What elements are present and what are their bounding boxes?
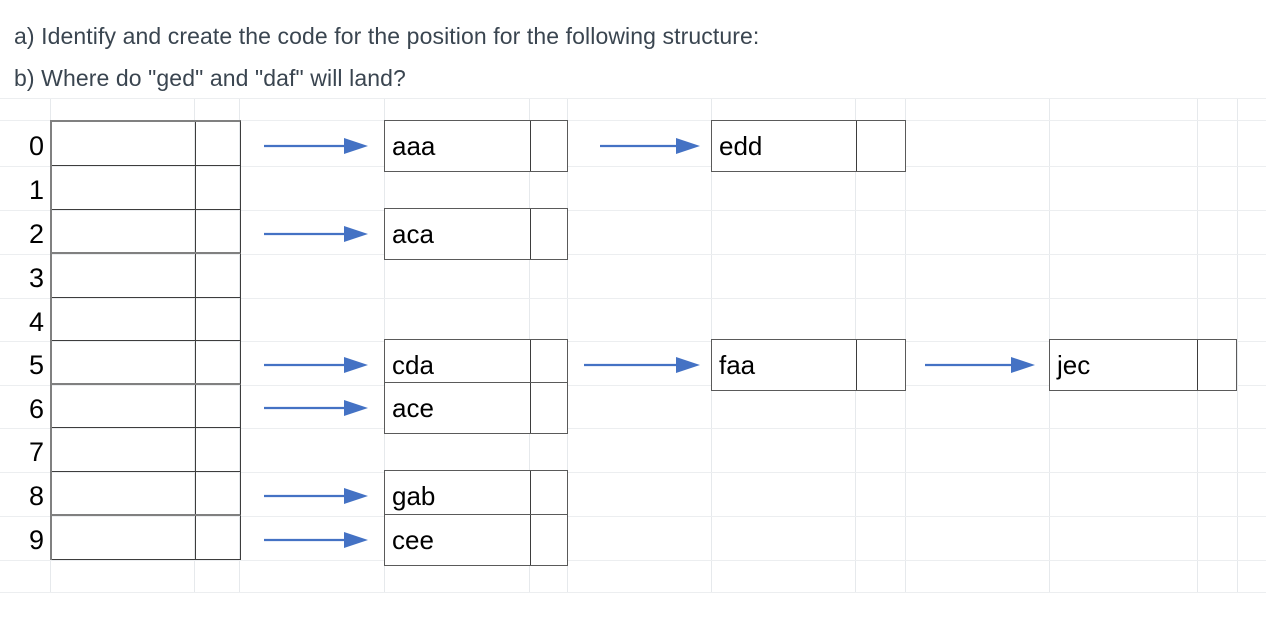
node-aaa[interactable]: aaa [384, 120, 568, 172]
bucket-cell-pointer-5[interactable] [196, 341, 241, 383]
arrow-faa-to-jec [925, 353, 1035, 377]
node-aca[interactable]: aca [384, 208, 568, 260]
node-jec[interactable]: jec [1049, 339, 1237, 391]
bucket-cell-pointer-7[interactable] [196, 428, 241, 471]
bucket-row-9[interactable] [52, 516, 241, 560]
bucket-cell-pointer-8[interactable] [196, 472, 241, 514]
bucket-cell-pointer-1[interactable] [196, 166, 241, 209]
node-edd-value: edd [712, 121, 857, 171]
bucket-cell-pointer-3[interactable] [196, 254, 241, 297]
bucket-row-5[interactable] [52, 341, 241, 385]
bucket-cell-pointer-6[interactable] [196, 385, 241, 427]
bucket-cell-value-7[interactable] [52, 428, 196, 471]
node-cee-pointer[interactable] [529, 515, 567, 565]
bucket-cell-value-8[interactable] [52, 472, 196, 514]
question-a: a) Identify and create the code for the … [14, 23, 760, 49]
node-faa-pointer[interactable] [855, 340, 905, 390]
bucket-index-4: 4 [28, 307, 44, 337]
arrow-bucket2-to-aca [264, 222, 368, 246]
grid-line-horizontal [0, 98, 1266, 99]
bucket-row-6[interactable] [52, 385, 241, 428]
bucket-index-5: 5 [28, 350, 44, 380]
bucket-row-1[interactable] [52, 166, 241, 210]
bucket-cell-value-9[interactable] [52, 516, 196, 559]
node-aca-pointer[interactable] [529, 209, 567, 259]
grid-line-horizontal [0, 592, 1266, 593]
hash-table-array [50, 120, 241, 560]
node-ace-value: ace [385, 383, 531, 433]
arrow-bucket8-to-gab [264, 484, 368, 508]
bucket-row-7[interactable] [52, 428, 241, 472]
bucket-row-4[interactable] [52, 298, 241, 341]
grid-line-vertical [1237, 98, 1238, 592]
arrow-aaa-to-edd [600, 134, 700, 158]
node-cda-value: cda [385, 340, 531, 390]
bucket-cell-pointer-9[interactable] [196, 516, 241, 559]
node-edd-pointer[interactable] [855, 121, 905, 171]
node-ace-pointer[interactable] [529, 383, 567, 433]
node-edd[interactable]: edd [711, 120, 906, 172]
bucket-index-2: 2 [28, 219, 44, 249]
node-aaa-pointer[interactable] [529, 121, 567, 171]
node-faa-value: faa [712, 340, 857, 390]
bucket-cell-value-6[interactable] [52, 385, 196, 427]
arrow-bucket6-to-ace [264, 396, 368, 420]
node-cee[interactable]: cee [384, 514, 568, 566]
arrow-bucket9-to-cee [264, 528, 368, 552]
bucket-index-0: 0 [28, 131, 44, 161]
bucket-row-8[interactable] [52, 472, 241, 516]
bucket-index-6: 6 [28, 394, 44, 424]
bucket-index-7: 7 [28, 437, 44, 467]
arrow-bucket5-to-cda [264, 353, 368, 377]
node-jec-pointer[interactable] [1196, 340, 1236, 390]
node-aca-value: aca [385, 209, 531, 259]
grid-line-horizontal [0, 560, 1266, 561]
bucket-cell-value-3[interactable] [52, 254, 196, 297]
bucket-cell-pointer-0[interactable] [196, 122, 241, 165]
bucket-cell-value-5[interactable] [52, 341, 196, 383]
bucket-index-1: 1 [28, 175, 44, 205]
node-aaa-value: aaa [385, 121, 531, 171]
bucket-row-3[interactable] [52, 254, 241, 298]
bucket-cell-pointer-4[interactable] [196, 298, 241, 340]
node-cee-value: cee [385, 515, 531, 565]
node-gab-value: gab [385, 471, 531, 521]
node-ace[interactable]: ace [384, 382, 568, 434]
node-faa[interactable]: faa [711, 339, 906, 391]
bucket-cell-pointer-2[interactable] [196, 210, 241, 252]
bucket-index-8: 8 [28, 481, 44, 511]
bucket-index-3: 3 [28, 263, 44, 293]
arrow-cda-to-faa [584, 353, 700, 377]
bucket-row-0[interactable] [52, 120, 241, 166]
bucket-cell-value-2[interactable] [52, 210, 196, 252]
bucket-cell-value-4[interactable] [52, 298, 196, 340]
arrow-bucket0-to-aaa [264, 134, 368, 158]
node-jec-value: jec [1050, 340, 1198, 390]
question-b: b) Where do "ged" and "daf" will land? [14, 65, 406, 91]
bucket-index-9: 9 [28, 525, 44, 555]
bucket-row-2[interactable] [52, 210, 241, 254]
bucket-cell-value-0[interactable] [52, 122, 196, 165]
bucket-cell-value-1[interactable] [52, 166, 196, 209]
